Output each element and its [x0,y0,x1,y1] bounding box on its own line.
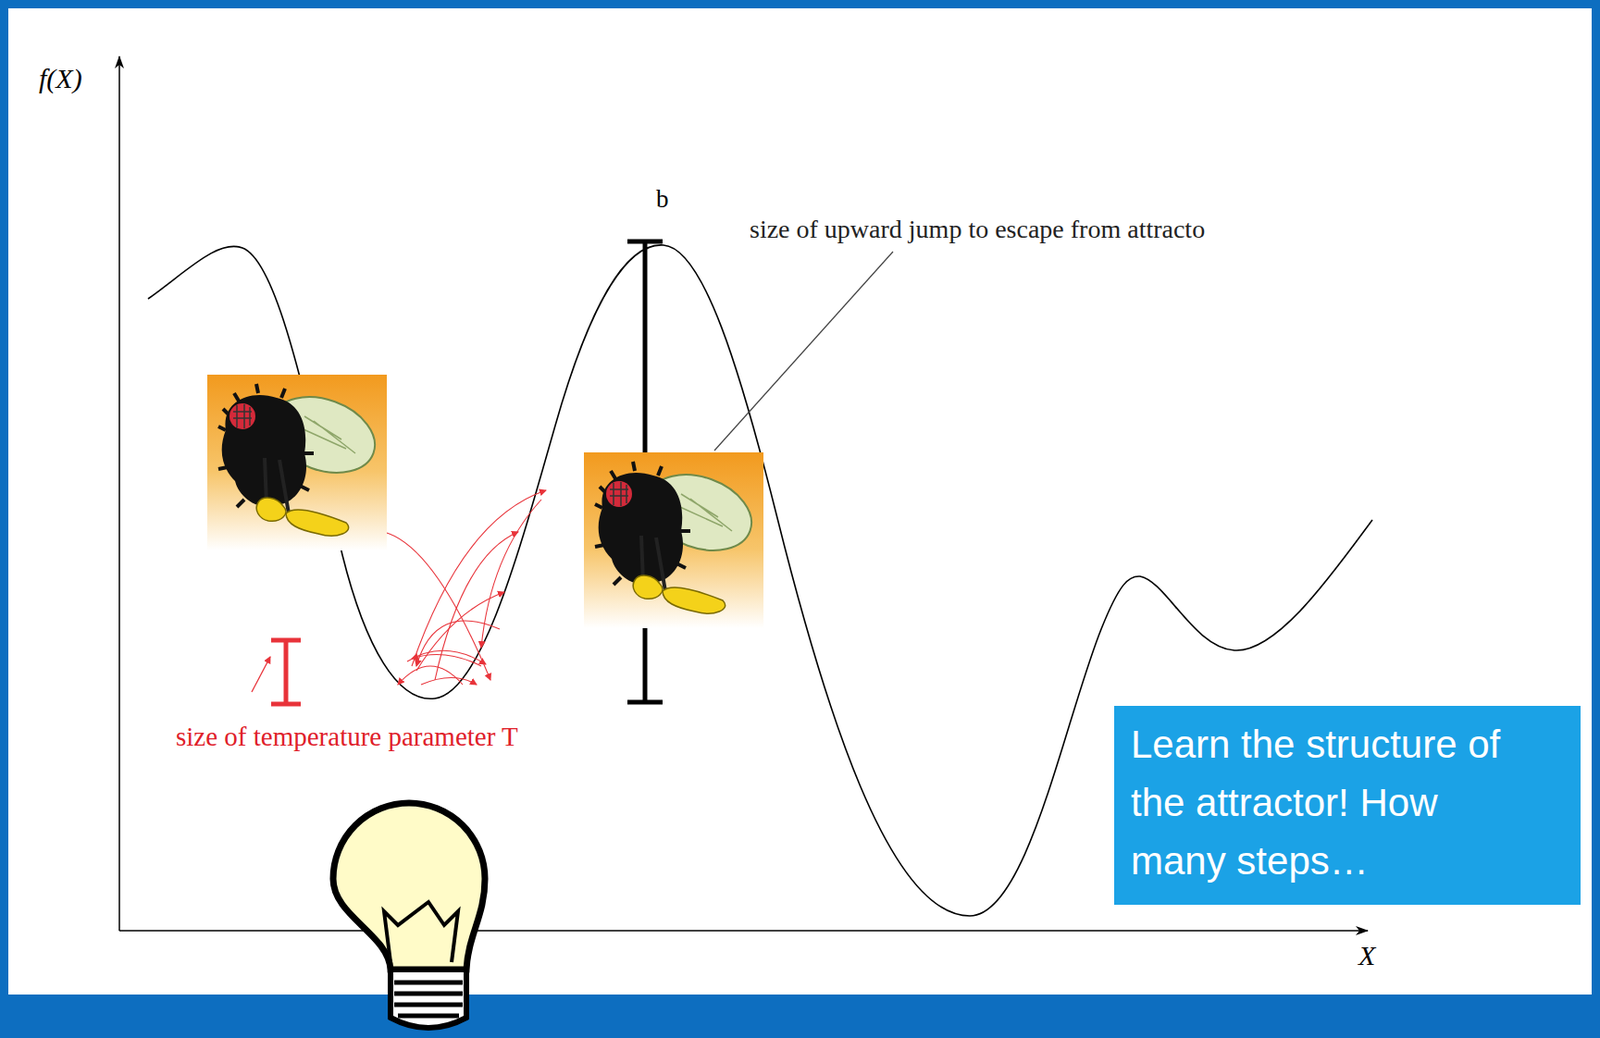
slide-band [0,994,1600,1038]
callout-box: Learn the structure of the attractor! Ho… [1114,706,1581,906]
annotation-text: size of temperature parameter T [175,721,519,753]
callout-text: Learn the structure of the attractor! Ho… [1130,715,1525,891]
axis-label: X [1358,940,1376,973]
axis-label: f(X) [38,62,83,96]
barrier-label: b [656,185,670,214]
annotation-text: size of upward jump to escape from attra… [749,214,1205,245]
